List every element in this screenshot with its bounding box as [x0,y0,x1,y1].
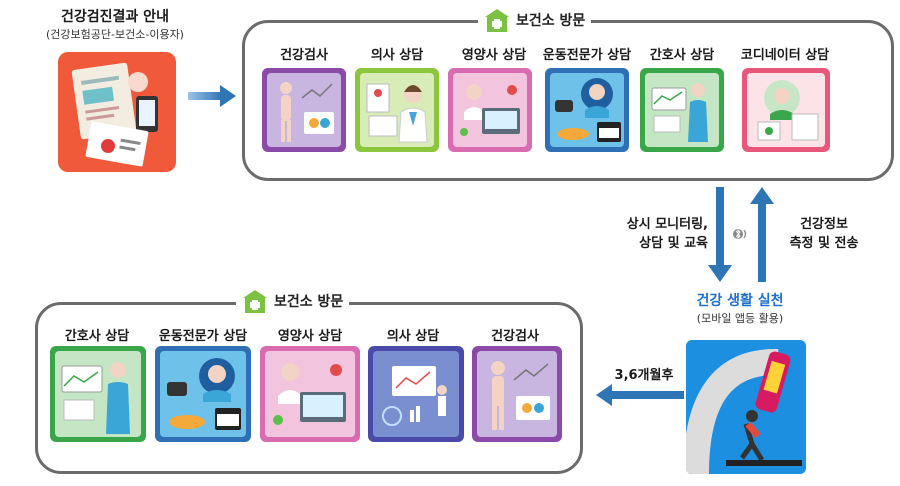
measurement-label: 건강정보 측정 및 전송 [770,215,878,253]
nutritionist-card [260,346,360,442]
arrow-down-monitoring [708,187,732,282]
measurement-label-line2: 측정 및 전송 [789,236,859,251]
nurse-icon [55,351,141,437]
trainer-card [545,68,629,152]
monitoring-label-line2: 상담 및 교육 [639,236,708,251]
nutritionist-icon [453,73,527,147]
followup-label: 3,6개월후 [614,368,674,383]
coordinator-card [742,68,830,152]
top-card-label: 의사 상담 [370,48,424,63]
bottom-card-label: 건강검사 [491,329,539,344]
monitoring-label: 상시 모니터링, 상담 및 교육 [592,215,708,253]
monitoring-label-line1: 상시 모니터링, [626,217,708,232]
bottom-visit-label: 보건소 방문 [236,289,350,313]
nutritionist-icon [265,351,355,437]
bottom-visit-text: 보건소 방문 [274,294,344,310]
top-card-label: 코디네이터 상담 [740,48,830,63]
nurse-card [640,68,724,152]
trainer-icon [160,351,246,437]
coordinator-icon [747,73,825,147]
doctor-card [368,346,464,442]
measurement-label-line1: 건강정보 [800,217,848,232]
doctor-icon [373,351,459,437]
nurse-icon [645,73,719,147]
doctor-card [355,68,439,152]
top-card-label: 운동전문가 상담 [542,48,632,63]
practice-title: 건강 생활 실천 [696,293,784,309]
body-scan-icon [477,351,557,437]
hospital-icon [485,9,509,32]
arrow-up-measurement [750,187,774,282]
health-report-icon [71,62,158,167]
bottom-card-label: 영양사 상담 [277,329,343,344]
top-visit-text: 보건소 방문 [516,13,586,29]
bluetooth-icon [733,228,747,240]
arrow-to-visit [188,85,236,107]
trainer-icon [550,73,624,147]
hospital-icon [243,290,267,313]
bottom-card-label: 간호사 상담 [64,329,130,344]
treadmill-card [686,340,806,474]
top-visit-label: 보건소 방문 [478,8,592,32]
treadmill-runner-icon [686,348,802,474]
doctor-icon [360,73,434,147]
bottom-card-label: 운동전문가 상담 [158,329,248,344]
top-card-label: 영양사 상담 [461,48,527,63]
bottom-card-label: 의사 상담 [386,329,440,344]
intro-subtitle: (건강보험공단-보건소-이용자) [46,28,184,41]
nurse-card [50,346,146,442]
health-report-card [58,52,176,172]
body-scan-icon [267,73,341,147]
trainer-card [155,346,251,442]
practice-subtitle: (모바일 앱등 활용) [696,312,784,325]
intro-title: 건강검진결과 안내 [61,9,169,25]
body-scan-card [472,346,562,442]
top-card-label: 간호사 상담 [649,48,715,63]
body-scan-card [262,68,346,152]
top-card-label: 건강검사 [280,48,328,63]
arrow-followup [596,384,684,406]
nutritionist-card [448,68,532,152]
